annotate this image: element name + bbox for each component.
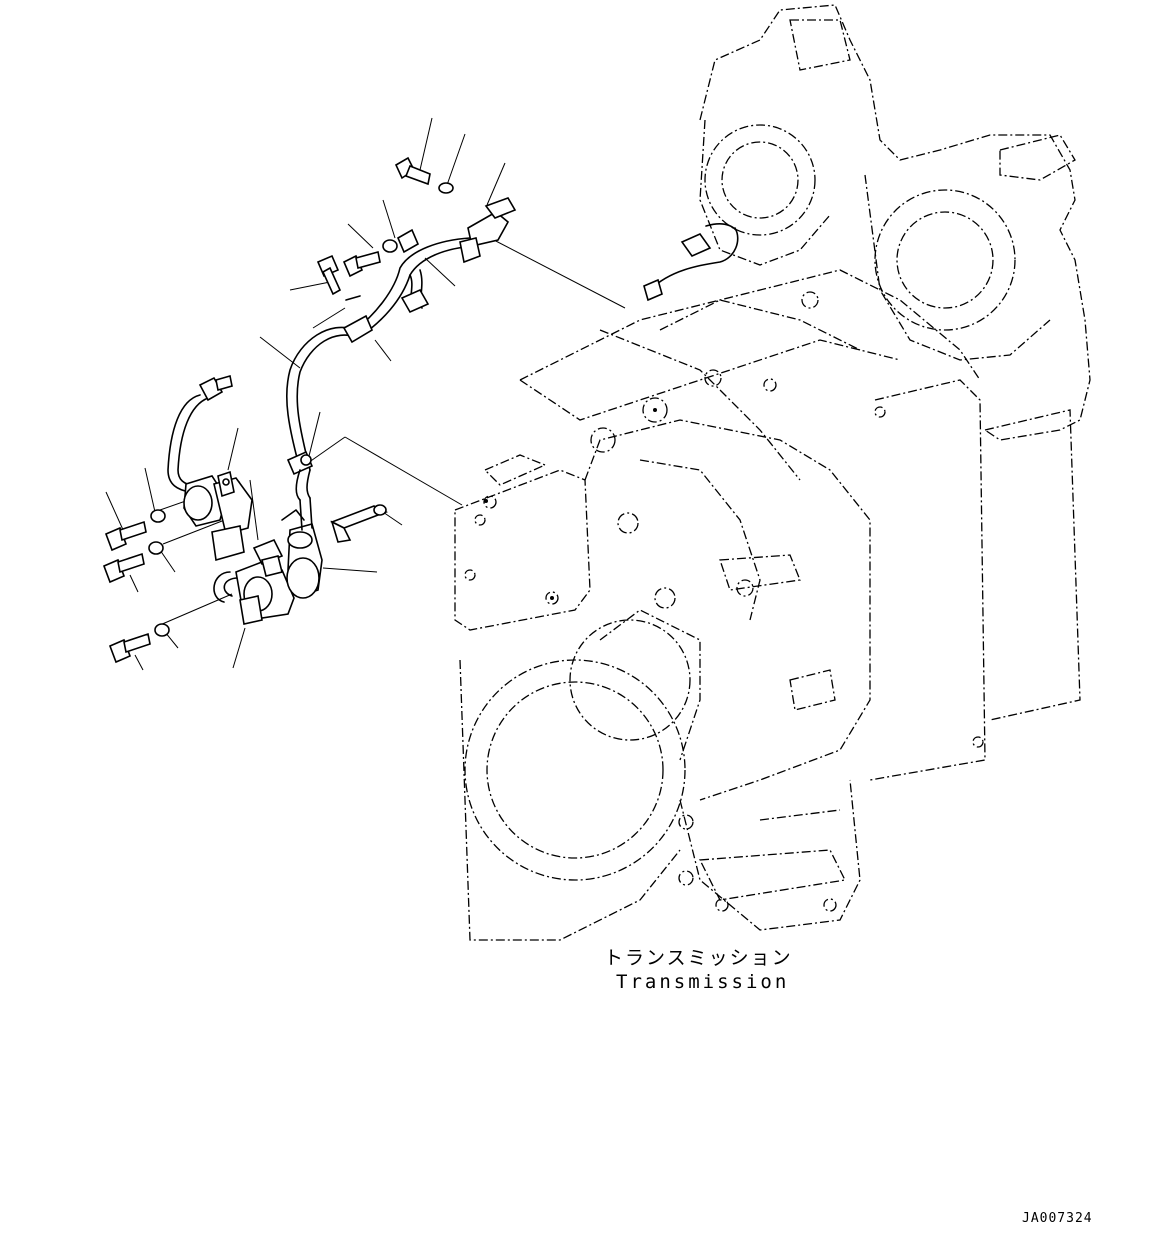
drawing-number: JA007324 [1022,1211,1093,1226]
caption-japanese: トランスミッション [604,947,793,969]
leader-lines [105,117,626,671]
wiring-harness [102,156,739,664]
transmission-fasteners [484,408,657,600]
caption-english: Transmission [616,971,790,993]
transmission-outline [454,4,1091,941]
